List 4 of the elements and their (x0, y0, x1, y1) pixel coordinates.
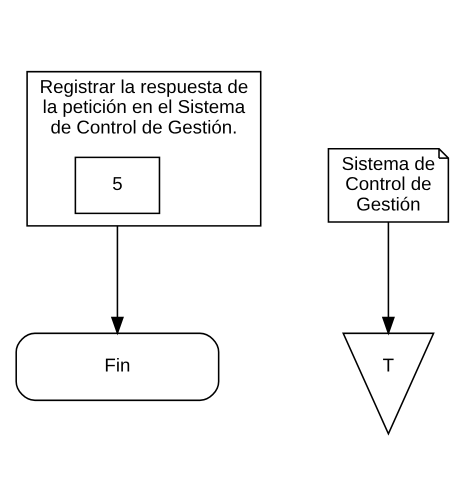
arrow (382, 222, 395, 336)
node-box: 5 (74, 156, 160, 214)
node-box: Fin (15, 332, 220, 402)
arrow (110, 226, 124, 336)
